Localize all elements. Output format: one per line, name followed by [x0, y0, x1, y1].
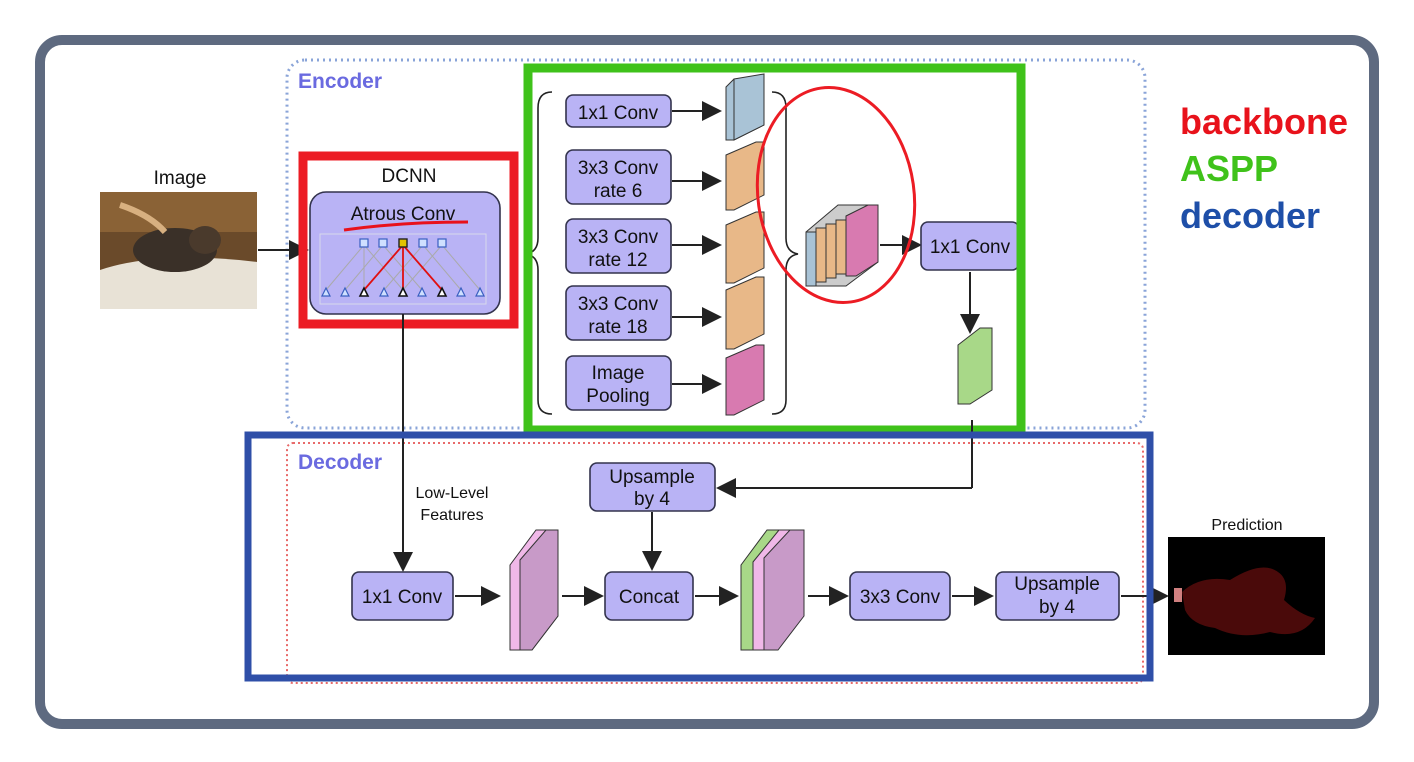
low-level-line2: Features	[420, 507, 483, 524]
aspp-highlight	[523, 63, 1026, 435]
aspp-branch-rate12: 3x3 Conv rate 12	[565, 218, 672, 274]
svg-text:1x1 Conv: 1x1 Conv	[930, 237, 1011, 258]
concat-box: Concat	[604, 571, 694, 621]
svg-text:3x3 Conv: 3x3 Conv	[578, 227, 659, 248]
feature-map-pooling	[725, 344, 765, 416]
low-level-line1: Low-Level	[416, 485, 489, 502]
svg-text:rate 18: rate 18	[588, 317, 647, 338]
svg-text:Pooling: Pooling	[586, 386, 649, 407]
atrous-conv-illustration	[321, 238, 485, 297]
legend-decoder: decoder	[1180, 195, 1320, 236]
decoder-highlight	[244, 431, 1154, 682]
aspp-branch-image-pooling: Image Pooling	[565, 355, 672, 411]
legend-aspp: ASPP	[1180, 148, 1278, 189]
encoder-title: Encoder	[298, 70, 382, 93]
backbone-highlight	[298, 151, 519, 329]
svg-text:Concat: Concat	[619, 587, 680, 608]
aspp-fuse-1x1-conv: 1x1 Conv	[920, 221, 1020, 271]
atrous-grid-frame	[319, 233, 487, 305]
concat-circle-annotation	[755, 86, 917, 304]
svg-text:rate 6: rate 6	[594, 181, 643, 202]
prediction-label: Prediction	[1211, 517, 1282, 534]
low-level-feature-map	[509, 529, 559, 651]
svg-text:1x1 Conv: 1x1 Conv	[578, 103, 659, 124]
input-cat-image	[100, 192, 257, 309]
atrous-underline	[343, 220, 469, 232]
prediction-mask	[1168, 537, 1325, 655]
aspp-branch-rate18: 3x3 Conv rate 18	[565, 285, 672, 341]
aspp-branch-1x1: 1x1 Conv	[565, 94, 672, 128]
decoder-3x3-conv: 3x3 Conv	[849, 571, 951, 621]
svg-text:Upsample: Upsample	[609, 467, 695, 488]
svg-text:3x3 Conv: 3x3 Conv	[578, 294, 659, 315]
svg-text:by 4: by 4	[1039, 597, 1075, 618]
dcnn-title: DCNN	[382, 166, 437, 187]
svg-text:3x3 Conv: 3x3 Conv	[578, 158, 659, 179]
image-label: Image	[154, 168, 207, 189]
aspp-branch-rate6: 3x3 Conv rate 6	[565, 149, 672, 205]
aspp-concat-stack	[805, 204, 879, 287]
svg-text:3x3 Conv: 3x3 Conv	[860, 587, 941, 608]
decoder-dotted-region	[286, 442, 1144, 684]
feature-map-rate6	[725, 141, 765, 211]
decoder-title: Decoder	[298, 451, 382, 474]
feature-map-rate12	[725, 211, 765, 284]
svg-text:rate 12: rate 12	[588, 250, 647, 271]
svg-text:by 4: by 4	[634, 489, 670, 510]
svg-text:Image: Image	[592, 363, 645, 384]
decoder-1x1-conv: 1x1 Conv	[351, 571, 454, 621]
legend-backbone: backbone	[1180, 101, 1348, 142]
encoder-output-feature	[957, 327, 993, 405]
upsample-out-box: Upsample by 4	[995, 571, 1120, 621]
atrous-conv-label: Atrous Conv	[351, 204, 456, 225]
feature-map-rate18	[725, 276, 765, 350]
svg-text:Upsample: Upsample	[1014, 574, 1100, 595]
aspp-right-brace	[771, 91, 799, 415]
feature-map-1x1	[725, 73, 765, 141]
upsample-top-box: Upsample by 4	[589, 462, 716, 512]
concat-feature-stack	[740, 529, 805, 651]
svg-text:1x1 Conv: 1x1 Conv	[362, 587, 443, 608]
